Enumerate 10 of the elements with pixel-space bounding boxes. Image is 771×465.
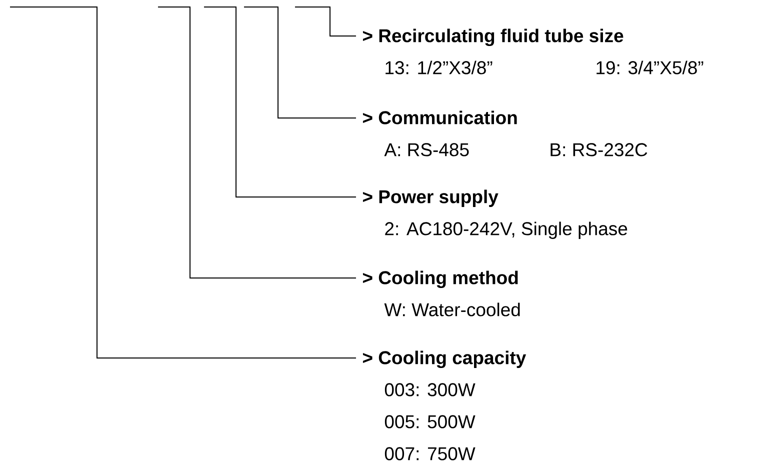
spec-text: > Power supply 2: AC180-242V, Single phase [362, 190, 628, 239]
leader-line [204, 6, 356, 198]
spec-text: > Communication A: RS-485 B: RS-232C [362, 110, 648, 156]
spec-text: > Cooling method W: Water-cooled [362, 270, 520, 316]
spec-text: > Recirculating fluid tube size 13: 1/2”X3/8” 19: 3/4”X5/8” [362, 28, 704, 74]
leader-line [294, 6, 356, 36]
leader-line [158, 6, 356, 278]
spec-text: > Cooling capacity 003: 300W 005: 500W 007: 750W [362, 350, 526, 460]
leader-line [244, 6, 356, 118]
leader-line [10, 6, 356, 358]
